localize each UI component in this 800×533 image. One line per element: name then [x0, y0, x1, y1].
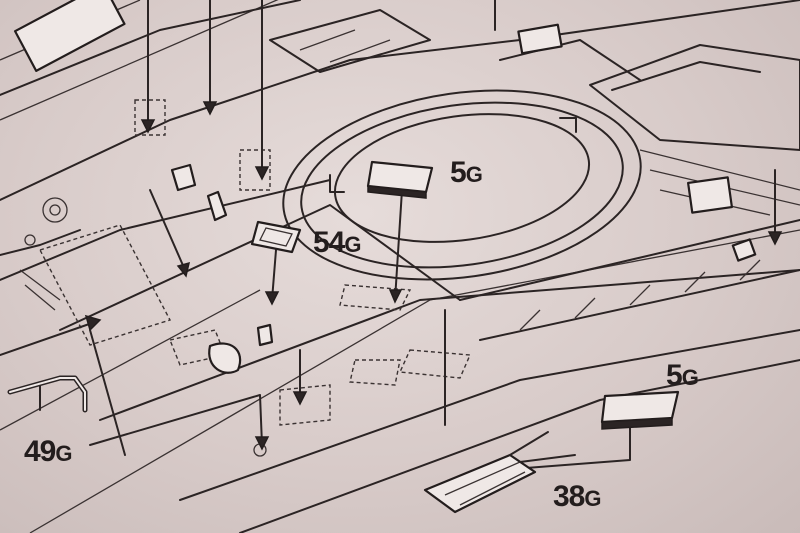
label-5g-right: 5G: [666, 359, 699, 393]
part-49g: [7, 375, 88, 413]
label-number: 5: [666, 359, 683, 392]
left-details: [0, 99, 271, 457]
label-number: 38: [553, 480, 585, 513]
label-suffix: G: [584, 486, 602, 511]
left-fender: [13, 0, 431, 73]
label-suffix: G: [344, 232, 362, 257]
label-54g: 54G: [313, 226, 362, 260]
right-fender: [459, 219, 800, 341]
label-38g: 38G: [553, 480, 602, 514]
label-number: 54: [313, 226, 345, 259]
part-54g: [250, 220, 302, 254]
label-suffix: G: [681, 365, 699, 390]
label-suffix: G: [465, 162, 483, 187]
misc-small-parts: [170, 163, 757, 374]
label-number: 49: [24, 435, 56, 468]
label-number: 5: [450, 156, 467, 189]
part-5g-top: [366, 160, 434, 199]
turret-ring: [282, 89, 642, 281]
part-38g: [423, 431, 576, 514]
label-49g: 49G: [24, 435, 73, 469]
assembly-arrows: [0, 0, 783, 471]
part-5g-right: [600, 390, 680, 430]
engine-deck: [499, 23, 800, 216]
label-5g-top: 5G: [450, 156, 483, 190]
label-suffix: G: [55, 441, 73, 466]
